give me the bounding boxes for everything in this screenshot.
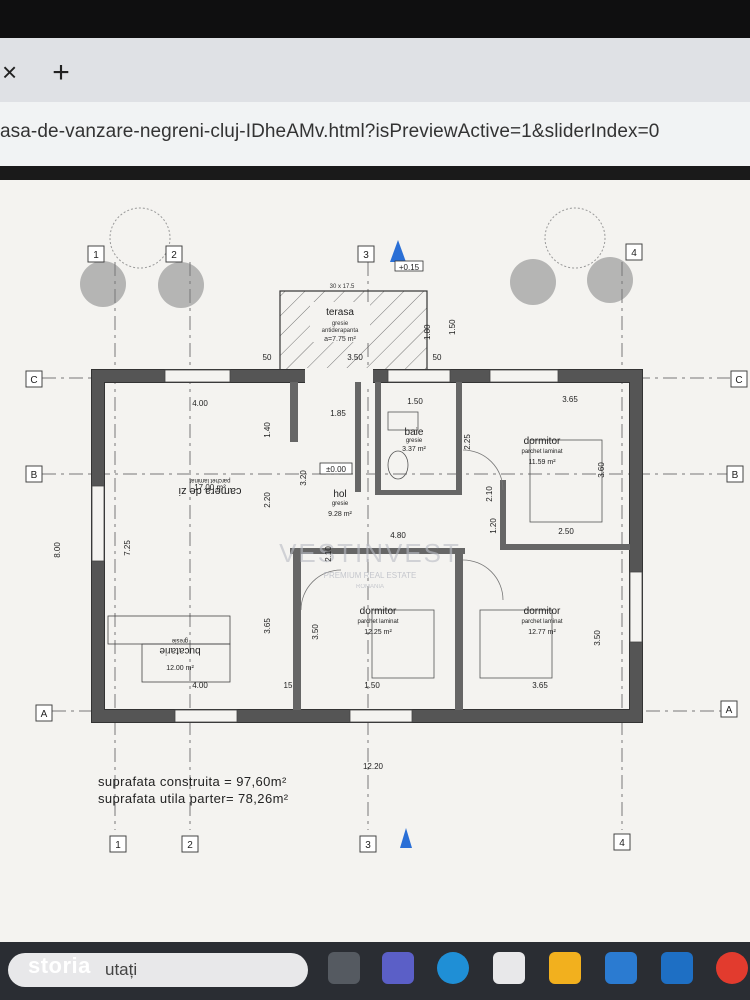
room-area-baie: 3.37 m² — [402, 446, 426, 453]
room-area-camera-de-zi: 17.00 m² — [194, 483, 226, 492]
watermark-subtitle: PREMIUM REAL ESTATE — [324, 571, 417, 580]
new-tab-button[interactable]: + — [52, 56, 70, 89]
room-name-dormitor-1: dormitor — [524, 436, 561, 447]
room-area-hol: 9.28 m² — [328, 511, 352, 518]
room-finish-dormitor-2: parchet laminat — [357, 619, 398, 625]
room-finish-baie: gresie — [406, 438, 423, 444]
dim-text: 15 — [284, 681, 293, 690]
room-name-bucatarie: bucatarie — [159, 645, 201, 656]
address-bar[interactable] — [0, 102, 750, 166]
dim-text: 1.20 — [489, 518, 498, 534]
outlook-icon[interactable] — [661, 952, 693, 984]
dim-text: 3.65 — [263, 618, 272, 634]
room-area-dormitor-2: 12.25 m² — [364, 629, 392, 636]
dim-text: 3.60 — [597, 462, 606, 478]
room-area-terasa: a=7.75 m² — [324, 336, 356, 343]
dim-text: 2.20 — [263, 492, 272, 508]
room-finish-terasa: gresie — [332, 321, 349, 327]
room-finish-dormitor-3: parchet laminat — [521, 619, 562, 625]
dim-text: 1.50 — [407, 397, 423, 406]
dim-text: 4.80 — [390, 531, 406, 540]
room-name-baie: baie — [405, 427, 424, 438]
axis-label-1-top: 1 — [93, 250, 99, 261]
dim-terrace-left: 50 — [263, 353, 272, 362]
level-marker: ±0.00 — [326, 465, 347, 474]
room-name-hol: hol — [333, 489, 346, 500]
axis-label-4-bottom: 4 — [619, 838, 625, 849]
room-name-camera-de-zi: camera de zi — [179, 485, 242, 497]
axis-label-b-left: B — [31, 470, 38, 481]
dim-text: 2.50 — [558, 527, 574, 536]
built-area-text: suprafata construita = 97,60m² — [98, 774, 287, 789]
room-finish2-terasa: antiderapanta — [322, 328, 359, 334]
useful-area-text: suprafata utila parter= 78,26m² — [98, 791, 289, 806]
axis-label-2-top: 2 — [171, 250, 177, 261]
elevation-marker: +0.15 — [399, 263, 420, 272]
dim-text: 4.00 — [192, 681, 208, 690]
monitor-icon[interactable] — [605, 952, 637, 984]
axis-label-b-right: B — [732, 470, 739, 481]
url-text[interactable]: asa-de-vanzare-negreni-cluj-IDheAMv.html… — [0, 121, 660, 142]
watermark: VESTINVEST — [279, 538, 461, 568]
watermark-subtitle-2: ROMANIA — [356, 584, 384, 590]
taskbar-search-input[interactable] — [8, 953, 308, 987]
axis-label-a-left: A — [41, 709, 48, 720]
store-icon[interactable] — [493, 952, 525, 984]
dim-text: 1.85 — [330, 409, 346, 418]
axis-label-2-bottom: 2 — [187, 840, 193, 851]
dim-text: 1.40 — [263, 422, 272, 438]
dim-terrace-width: 3.50 — [347, 353, 363, 362]
dim-text-total-depth: 8.00 — [53, 542, 62, 558]
dim-text: 1.50 — [364, 681, 380, 690]
room-area-bucatarie: 12.00 m² — [166, 665, 194, 672]
room-finish-dormitor-1: parchet laminat — [521, 449, 562, 455]
axis-label-c-left: C — [30, 375, 37, 386]
dim-text-total-width: 12.20 — [363, 762, 384, 771]
floor-plan-image: 1 2 3 4 1 2 3 4 C C B B A A +0.15 terasa… — [0, 180, 750, 942]
close-tab-icon[interactable]: × — [2, 57, 18, 87]
storia-logo: storia — [28, 953, 91, 978]
room-name-dormitor-3: dormitor — [524, 606, 561, 617]
dim-text: 2.10 — [324, 546, 333, 562]
search-placeholder: utați — [105, 960, 138, 979]
axis-label-3-bottom: 3 — [365, 840, 371, 851]
north-arrow-icon — [390, 240, 412, 848]
axis-label-3-top: 3 — [363, 250, 369, 261]
dim-stairs: 30 x 17.5 — [330, 284, 355, 290]
dim-text: 4.00 — [192, 399, 208, 408]
room-name-dormitor-2: dormitor — [360, 606, 397, 617]
dim-terrace-right: 50 — [433, 353, 442, 362]
dim-text: 3.20 — [299, 470, 308, 486]
dim-text: 3.50 — [311, 624, 320, 640]
dim-text: 2.25 — [463, 434, 472, 450]
dim-terrace-depth: 1.50 — [448, 319, 457, 335]
divider — [0, 166, 750, 180]
opera-icon[interactable] — [716, 952, 748, 984]
room-finish-bucatarie: gresie — [171, 637, 188, 643]
room-finish-camera-de-zi: parchet laminat — [189, 477, 230, 483]
teams-icon[interactable] — [382, 952, 414, 984]
room-name-terasa: terasa — [326, 307, 354, 318]
dim-text: 7.25 — [123, 540, 132, 556]
room-area-dormitor-1: 11.59 m² — [528, 459, 556, 466]
axis-label-4-top: 4 — [631, 248, 637, 259]
room-finish-hol: gresie — [332, 501, 349, 507]
axis-label-c-right: C — [735, 375, 742, 386]
task-view-icon[interactable] — [328, 952, 360, 984]
dim-text: 2.10 — [485, 486, 494, 502]
edge-icon[interactable] — [437, 952, 469, 984]
axis-label-a-right: A — [726, 705, 733, 716]
tab-strip — [0, 38, 750, 102]
dim-terrace-1-80: 1.80 — [423, 324, 432, 340]
dim-text: 3.65 — [562, 395, 578, 404]
file-explorer-icon[interactable] — [549, 952, 581, 984]
dim-text: 3.50 — [593, 630, 602, 646]
axis-label-1-bottom: 1 — [115, 840, 121, 851]
dim-text: 3.65 — [532, 681, 548, 690]
room-area-dormitor-3: 12.77 m² — [528, 629, 556, 636]
